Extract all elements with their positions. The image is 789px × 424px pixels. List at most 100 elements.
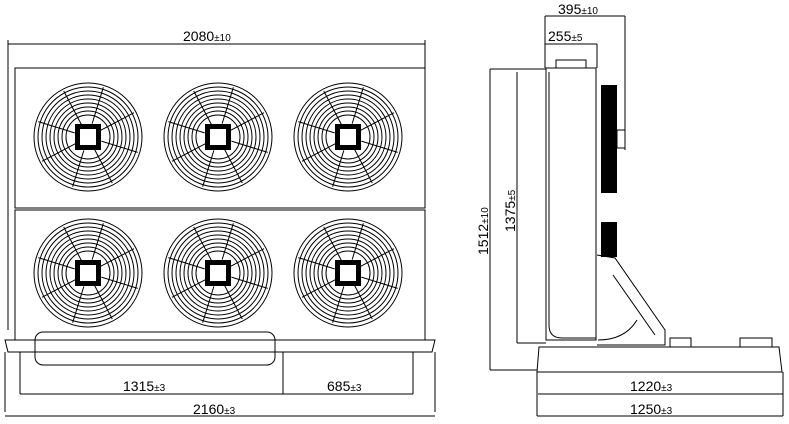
fan-guard-ring: [41, 90, 135, 184]
fan-guard-ring: [33, 218, 143, 328]
fan-spoke: [230, 112, 265, 131]
fan-spoke: [361, 140, 398, 153]
fan-guard-ring: [325, 250, 371, 296]
fan-spoke: [202, 150, 215, 187]
fan-guard-ring: [171, 90, 265, 184]
dim-base-inner: 1220±3: [630, 378, 673, 394]
fan-guard-ring: [187, 242, 249, 304]
fan-spoke: [360, 248, 395, 267]
fan-guard-ring: [53, 102, 123, 172]
dim-base-outer: 1250±3: [630, 401, 673, 417]
foot: [739, 337, 773, 348]
fan-spoke: [41, 279, 76, 298]
fan-guard-ring: [317, 242, 379, 304]
dim-overall-width: 2080±10: [183, 28, 231, 44]
fan-spoke: [171, 143, 206, 162]
fan-spoke: [221, 87, 234, 124]
fan-spoke: [298, 121, 335, 134]
fan-guard-ring: [53, 238, 123, 308]
fan-guard-ring: [191, 110, 245, 164]
fan-spoke: [351, 87, 364, 124]
fan-spoke: [100, 248, 135, 267]
fan-spoke: [231, 140, 268, 153]
fan-spoke: [63, 226, 82, 261]
fan-spoke: [193, 90, 212, 125]
fan-guard-ring: [65, 114, 111, 160]
dim-leg-span-2: 685±3: [327, 378, 362, 394]
fan-spoke: [361, 276, 398, 289]
fan-spoke: [101, 276, 138, 289]
coil-body: [545, 67, 597, 341]
fan-hub-center: [210, 265, 226, 281]
fan-spoke: [301, 143, 336, 162]
top-cap: [555, 59, 587, 69]
dim-depth-total: 395±10: [558, 1, 598, 17]
fan-guard-ring: [191, 246, 245, 300]
pipe: [597, 319, 638, 341]
fan-guard-ring: [49, 98, 127, 176]
fan-spoke: [221, 223, 234, 260]
dim-base-width: 2160±3: [193, 401, 236, 417]
fan-guard-ring: [61, 246, 115, 300]
fan-spoke: [351, 223, 364, 260]
fan-spoke: [354, 149, 373, 184]
fan-spoke: [38, 121, 75, 134]
fan-guard-ring: [325, 114, 371, 160]
motor-box: [616, 129, 626, 149]
fan-spoke: [63, 90, 82, 125]
fan: [33, 218, 143, 328]
fan-spoke: [202, 286, 215, 323]
foot: [669, 337, 692, 348]
coil-tube: [548, 72, 596, 339]
fan-spoke: [72, 286, 85, 323]
fan-spoke: [301, 279, 336, 298]
fan-spoke: [41, 143, 76, 162]
fan-guard-ring: [37, 222, 139, 324]
fan-guard-ring: [45, 94, 131, 180]
upper-fan-motor: [601, 85, 617, 193]
fan-guard-ring: [175, 94, 261, 180]
fan-guard-ring: [167, 86, 269, 188]
fan-guard-ring: [65, 250, 111, 296]
fan-spoke: [332, 150, 345, 187]
fan-spoke: [38, 257, 75, 270]
dim-depth-body: 255±5: [548, 28, 583, 44]
fan-guard-ring: [179, 234, 257, 312]
dim-leg-span-1: 1315±3: [123, 378, 166, 394]
fan-spoke: [72, 150, 85, 187]
fan-guard-ring: [37, 86, 139, 188]
side-base: [536, 346, 783, 373]
fan: [293, 218, 403, 328]
fan-spoke: [224, 285, 243, 320]
base-frame: [4, 339, 436, 353]
fan-guard-ring: [309, 234, 387, 312]
collector-tube: [34, 331, 276, 366]
front-view: 2080±10 1315±3 685±3 2160±3: [4, 28, 436, 417]
fan-guard-ring: [297, 222, 399, 324]
fan-guard-ring: [45, 230, 131, 316]
fan-guard-ring: [163, 218, 273, 328]
fan-guard-ring: [195, 250, 241, 296]
fan-spoke: [171, 279, 206, 298]
bracket-strut: [612, 274, 656, 336]
fan-guard-ring: [49, 234, 127, 312]
fan-spoke: [298, 257, 335, 270]
fan-guard-ring: [313, 238, 383, 308]
dim-height-total: 1512±10: [475, 207, 491, 255]
fan-spoke: [100, 112, 135, 131]
fan-guard-ring: [167, 222, 269, 324]
fan-guard-ring: [183, 102, 253, 172]
fan-guard-ring: [187, 106, 249, 168]
fan-guard-ring: [163, 82, 273, 192]
fan-guard-ring: [305, 230, 391, 316]
fan-guard-ring: [321, 110, 375, 164]
fan-spoke: [230, 248, 265, 267]
fan-guard-ring: [321, 246, 375, 300]
fan-guard-ring: [33, 82, 143, 192]
fan: [293, 82, 403, 192]
fan-spoke: [91, 87, 104, 124]
fan-hub-center: [340, 265, 356, 281]
fan-guard-ring: [57, 242, 119, 304]
side-view: 395±10 255±5 1512±10 1375±5 1220±3 1250±…: [475, 1, 784, 417]
